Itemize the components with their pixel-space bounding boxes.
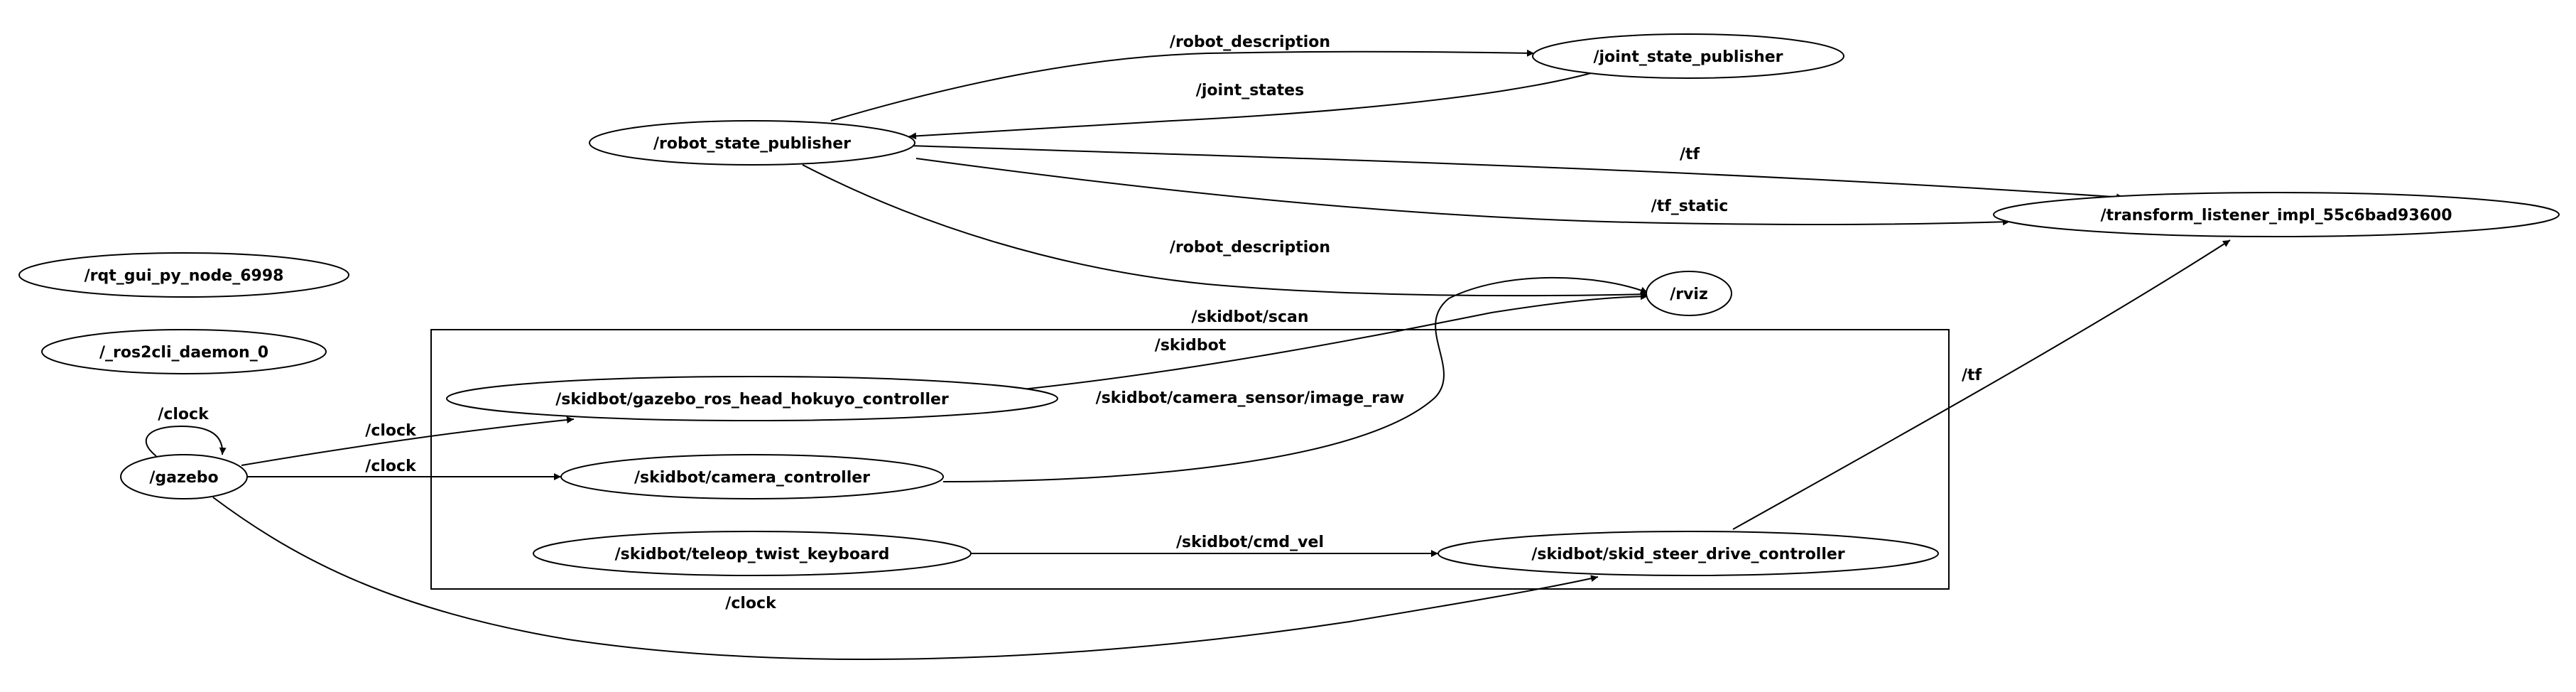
- node-label: /skidbot/gazebo_ros_head_hokuyo_controll…: [555, 391, 949, 409]
- node-rqt-gui[interactable]: /rqt_gui_py_node_6998: [18, 252, 349, 298]
- edge-cmd-vel-to-skid-steer[interactable]: /skidbot/cmd_vel: [971, 534, 1438, 557]
- edge-camera-image-raw-to-rviz[interactable]: /skidbot/camera_sensor/image_raw: [942, 276, 1648, 482]
- edge-label: /clock: [725, 595, 777, 612]
- node-label: /_ros2cli_daemon_0: [99, 344, 268, 362]
- edge-label: /clock: [365, 458, 417, 475]
- skidbot-namespace-cluster: /skidbot: [430, 329, 1950, 590]
- node-label: /rqt_gui_py_node_6998: [85, 267, 284, 285]
- node-ros2cli-daemon[interactable]: /_ros2cli_daemon_0: [41, 329, 327, 374]
- edge-clock-self-loop[interactable]: /clock: [145, 406, 227, 457]
- edges: /robot_description /joint_states /tf /tf…: [145, 33, 2231, 660]
- node-transform-listener[interactable]: /transform_listener_impl_55c6bad93600: [1993, 192, 2560, 237]
- node-hokuyo-controller[interactable]: /skidbot/gazebo_ros_head_hokuyo_controll…: [446, 376, 1058, 421]
- nodes: /robot_state_publisher /joint_state_publ…: [18, 33, 2560, 576]
- edge-label: /tf: [1680, 146, 1700, 163]
- edge-label: /robot_description: [1170, 239, 1330, 256]
- edge-tf-static-to-transform-listener[interactable]: /tf_static: [915, 158, 2011, 226]
- edge-label: /robot_description: [1170, 33, 1330, 51]
- node-rviz[interactable]: /rviz: [1646, 271, 1732, 316]
- node-label: /skidbot/teleop_twist_keyboard: [615, 546, 890, 563]
- node-label: /robot_state_publisher: [653, 135, 851, 153]
- edge-label: /tf: [1962, 367, 1982, 384]
- node-label: /transform_listener_impl_55c6bad93600: [2100, 207, 2452, 225]
- edge-clock-to-camera-controller[interactable]: /clock: [245, 458, 561, 480]
- node-gazebo[interactable]: /gazebo: [120, 454, 248, 499]
- edge-label: /skidbot/cmd_vel: [1176, 534, 1324, 551]
- edge-label: /skidbot/scan: [1191, 308, 1308, 326]
- node-teleop-twist-keyboard[interactable]: /skidbot/teleop_twist_keyboard: [533, 531, 972, 576]
- cluster-label: /skidbot: [1155, 337, 1227, 355]
- node-label: /joint_state_publisher: [1593, 48, 1783, 66]
- edge-skid-tf-to-transform-listener[interactable]: /tf: [1732, 239, 2231, 530]
- node-label: /gazebo: [149, 469, 218, 487]
- edge-label: /skidbot/camera_sensor/image_raw: [1096, 389, 1405, 407]
- edge-clock-to-hokuyo-controller[interactable]: /clock: [241, 416, 575, 466]
- node-label: /rviz: [1670, 286, 1708, 303]
- node-camera-controller[interactable]: /skidbot/camera_controller: [560, 454, 944, 499]
- edge-scan-to-rviz[interactable]: /skidbot/scan: [1022, 293, 1648, 390]
- edge-label: /joint_states: [1196, 82, 1304, 99]
- edge-tf-to-transform-listener[interactable]: /tf: [908, 145, 2124, 201]
- node-joint-state-publisher[interactable]: /joint_state_publisher: [1532, 33, 1844, 79]
- edge-robot-description-to-rviz[interactable]: /robot_description: [802, 164, 1648, 298]
- node-label: /skidbot/skid_steer_drive_controller: [1531, 546, 1844, 563]
- node-robot-state-publisher[interactable]: /robot_state_publisher: [589, 120, 915, 166]
- node-label: /skidbot/camera_controller: [634, 469, 870, 487]
- edge-robot-description-to-joint-state-publisher[interactable]: /robot_description: [830, 33, 1535, 121]
- edge-clock-to-skid-steer[interactable]: /clock: [212, 497, 1599, 660]
- edge-joint-states-to-robot-state-publisher[interactable]: /joint_states: [908, 72, 1592, 140]
- node-skid-steer-drive-controller[interactable]: /skidbot/skid_steer_drive_controller: [1438, 531, 1939, 576]
- edge-label: /clock: [158, 406, 210, 423]
- edge-label: /tf_static: [1651, 198, 1729, 215]
- edge-label: /clock: [365, 422, 417, 440]
